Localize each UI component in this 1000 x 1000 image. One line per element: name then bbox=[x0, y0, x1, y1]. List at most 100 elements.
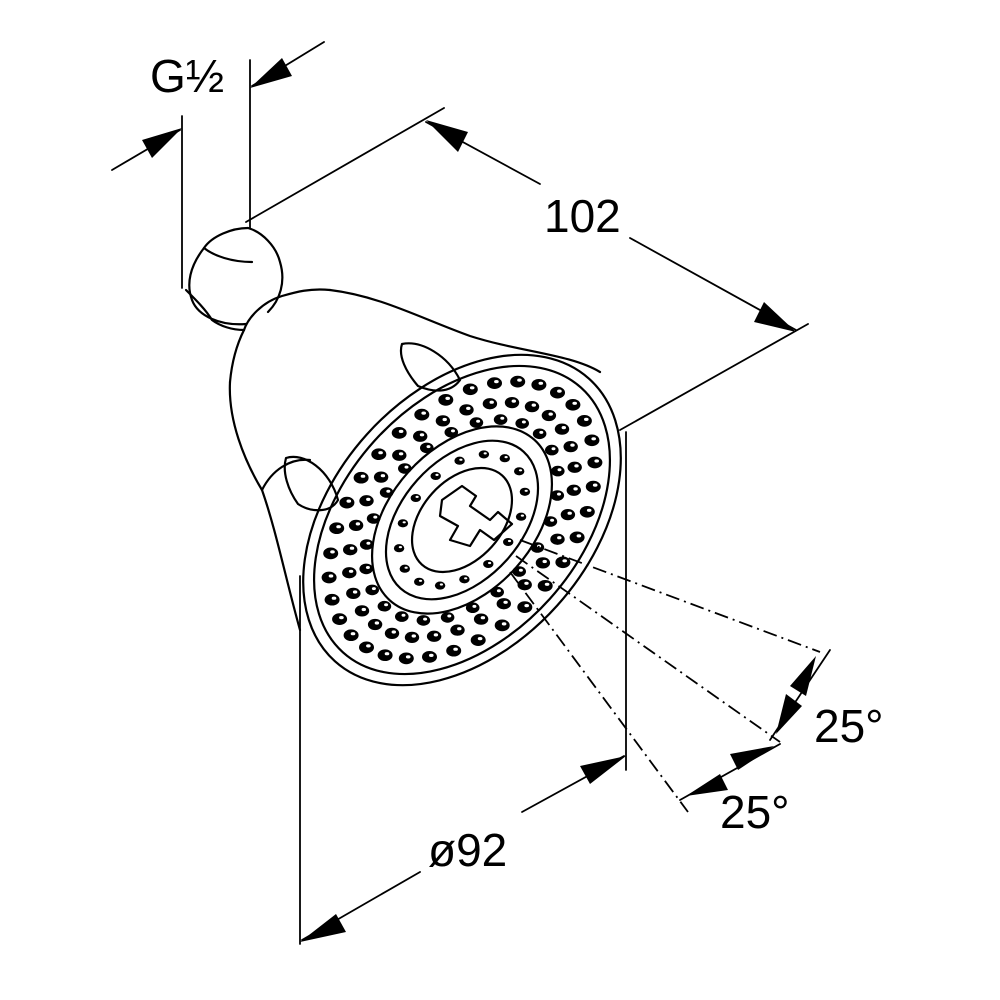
nozzle-icon bbox=[321, 571, 337, 584]
nozzle-icon bbox=[430, 471, 441, 481]
arrow-head-icon bbox=[730, 746, 774, 770]
nozzle-icon bbox=[397, 519, 409, 528]
nozzle-highlight bbox=[488, 561, 492, 565]
nozzle-highlight bbox=[584, 417, 589, 421]
nozzle-icon bbox=[329, 522, 345, 535]
nozzle-icon bbox=[517, 579, 532, 591]
nozzle-icon bbox=[541, 409, 557, 422]
nozzle-icon bbox=[483, 559, 494, 569]
nozzle-highlight bbox=[524, 604, 529, 608]
nozzle-icon bbox=[482, 398, 498, 410]
nozzle-highlight bbox=[433, 633, 439, 637]
nozzle-highlight bbox=[538, 381, 544, 385]
nozzle-icon bbox=[450, 624, 465, 636]
nozzle-highlight bbox=[518, 568, 523, 572]
nozzle-highlight bbox=[348, 569, 354, 573]
nozzle-highlight bbox=[445, 396, 451, 400]
nozzle-icon bbox=[332, 613, 348, 625]
nozzle-highlight bbox=[380, 474, 386, 478]
nozzle-icon bbox=[446, 644, 462, 657]
nozzle-highlight bbox=[378, 451, 383, 455]
nozzle-highlight bbox=[352, 590, 358, 594]
nozzle-icon bbox=[531, 378, 547, 391]
nozzle-highlight bbox=[435, 473, 439, 476]
nozzle-icon bbox=[515, 512, 527, 521]
nozzle-icon bbox=[324, 593, 340, 606]
nozzle-icon bbox=[413, 430, 428, 442]
nozzle-icon bbox=[377, 649, 393, 662]
nozzle-highlight bbox=[586, 508, 592, 512]
nozzle-icon bbox=[567, 461, 582, 473]
depth-label: 102 bbox=[544, 190, 621, 242]
nozzle-highlight bbox=[374, 621, 380, 625]
nozzle-highlight bbox=[401, 613, 406, 617]
nozzle-highlight bbox=[476, 419, 481, 423]
nozzle-highlight bbox=[421, 411, 427, 415]
nozzle-icon bbox=[438, 394, 454, 406]
nozzle-highlight bbox=[339, 616, 344, 620]
nozzle-icon bbox=[410, 493, 421, 503]
nozzle-highlight bbox=[459, 458, 463, 461]
nozzle-highlight bbox=[451, 429, 455, 433]
nozzle-icon bbox=[473, 613, 489, 625]
nozzle-icon bbox=[392, 449, 407, 461]
nozzle-icon bbox=[440, 612, 455, 623]
nozzle-icon bbox=[494, 619, 510, 632]
nozzle-icon bbox=[499, 454, 510, 463]
nozzle-highlight bbox=[469, 386, 475, 390]
nozzle-highlight bbox=[494, 380, 499, 384]
nozzle-icon bbox=[366, 513, 381, 524]
nozzle-highlight bbox=[423, 617, 428, 621]
nozzle-highlight bbox=[507, 539, 512, 543]
nozzle-highlight bbox=[520, 514, 525, 517]
nozzle-icon bbox=[323, 547, 339, 560]
nozzle-highlight bbox=[557, 492, 561, 496]
nozzle-highlight bbox=[331, 596, 337, 600]
spray-angle-2-label: 25° bbox=[720, 786, 790, 838]
nozzle-highlight bbox=[548, 412, 553, 416]
nozzle-icon bbox=[377, 600, 392, 612]
nozzle-icon bbox=[566, 484, 581, 496]
nozzle-icon bbox=[535, 557, 551, 569]
nozzle-icon bbox=[359, 641, 374, 654]
nozzle-highlight bbox=[557, 468, 562, 472]
nozzle-highlight bbox=[592, 483, 598, 487]
nozzle-highlight bbox=[386, 489, 391, 493]
nozzle-icon bbox=[569, 531, 585, 544]
nozzle-icon bbox=[512, 566, 526, 577]
shower-head-body bbox=[184, 226, 622, 687]
nozzle-icon bbox=[587, 456, 603, 469]
nozzle-highlight bbox=[531, 403, 536, 407]
nozzle-highlight bbox=[336, 525, 341, 529]
nozzle-icon bbox=[515, 418, 529, 429]
arrow-head-icon bbox=[776, 694, 802, 734]
diameter-label: ø92 bbox=[428, 824, 507, 876]
nozzle-icon bbox=[503, 537, 514, 547]
nozzle-icon bbox=[519, 487, 531, 496]
nozzle-highlight bbox=[404, 566, 408, 569]
nozzle-icon bbox=[348, 519, 364, 532]
nozzle-highlight bbox=[500, 416, 505, 420]
nozzle-highlight bbox=[501, 622, 507, 626]
nozzle-icon bbox=[555, 556, 571, 569]
nozzle-highlight bbox=[384, 652, 390, 656]
nozzle-icon bbox=[426, 630, 442, 642]
nozzle-highlight bbox=[398, 546, 402, 549]
arrow-head-icon bbox=[686, 774, 728, 796]
nozzle-highlight bbox=[442, 417, 447, 422]
thread-size-label: G½ bbox=[150, 50, 224, 102]
nozzle-highlight bbox=[480, 616, 486, 620]
nozzle-icon bbox=[510, 375, 526, 388]
nozzle-icon bbox=[422, 651, 437, 663]
nozzle-icon bbox=[359, 563, 374, 575]
nozzle-highlight bbox=[550, 518, 555, 522]
nozzle-icon bbox=[524, 400, 540, 413]
nozzle-highlight bbox=[426, 445, 431, 449]
spray-angle-1-label: 25° bbox=[814, 700, 884, 752]
nozzle-icon bbox=[342, 567, 357, 579]
nozzle-highlight bbox=[524, 489, 528, 492]
nozzle-highlight bbox=[405, 655, 411, 659]
nozzle-icon bbox=[579, 505, 595, 518]
nozzle-icon bbox=[359, 495, 374, 507]
nozzle-highlight bbox=[574, 464, 579, 468]
